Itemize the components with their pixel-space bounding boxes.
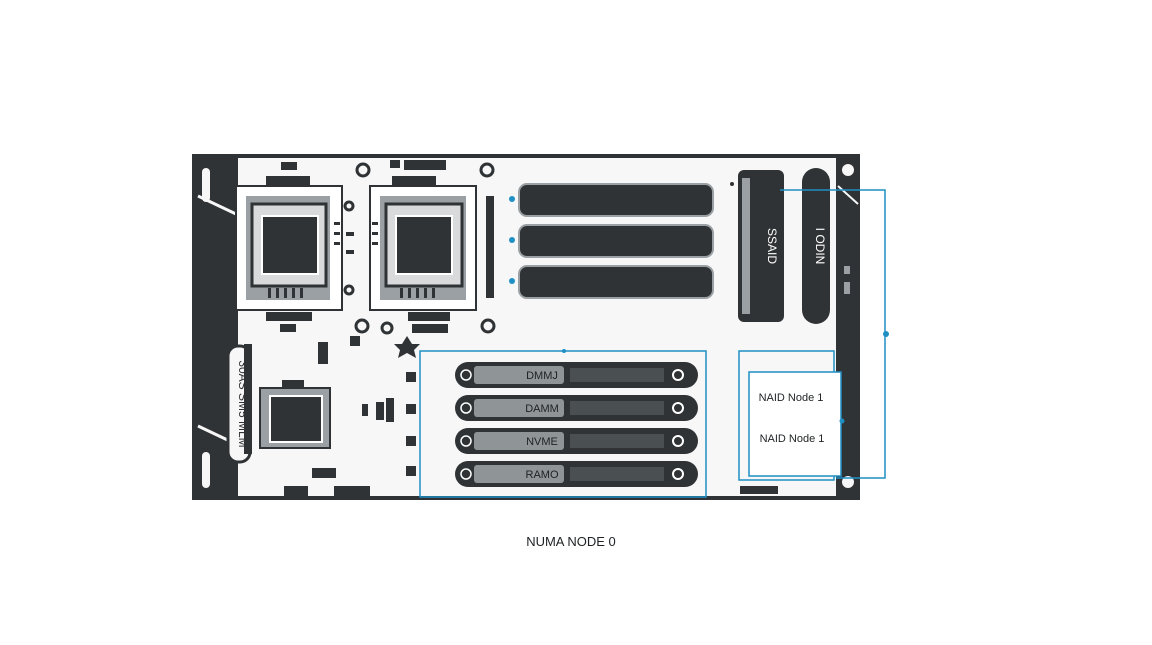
rail-dot — [848, 387, 852, 391]
dimm-clip — [672, 435, 684, 447]
node-1-label-b: NAID Node 1 — [760, 433, 825, 445]
dimm-clip — [672, 468, 684, 480]
numa-node-0-caption: NUMA NODE 0 — [526, 534, 616, 549]
cpu-socket-2 — [369, 160, 477, 333]
star-marker — [394, 336, 420, 358]
dimm-slot-3: NVME — [455, 428, 698, 454]
vertical-slot-2-label: I ODIN — [813, 228, 827, 265]
mount-hole — [842, 164, 854, 176]
dimm-label-plate — [474, 432, 564, 450]
vertical-slot-1-label: SSAID — [765, 228, 779, 264]
dimm-slot-2: DAMM — [455, 395, 698, 421]
right-rail-notch — [837, 185, 859, 205]
vertical-slot-1-edge — [742, 178, 750, 314]
cpu-pins — [268, 222, 340, 298]
socket-header — [266, 176, 310, 185]
dimm-clip — [460, 468, 472, 480]
dimm-label-plate — [474, 366, 564, 384]
dimm-chips — [570, 434, 664, 448]
left-connector: 30AS SM5 MLM — [226, 344, 252, 464]
dimm-clip — [460, 402, 472, 414]
chipset-tab — [282, 380, 304, 390]
left-rail-slot — [202, 168, 210, 202]
dimm-chips — [570, 467, 664, 481]
socket-footer — [408, 312, 450, 321]
node-1-label-a: NAID Node 1 — [759, 392, 824, 404]
dimm-chips — [570, 401, 664, 415]
pcie-slot-1 — [518, 183, 714, 217]
cpu-pins — [372, 222, 435, 298]
mount-hole — [842, 476, 854, 488]
socket-latch — [412, 324, 448, 333]
pcie-slots — [509, 183, 714, 299]
socket-latch — [281, 162, 297, 170]
dimm-label-plate — [474, 399, 564, 417]
screw-hole — [343, 200, 355, 212]
dimm-label-plate — [474, 465, 564, 483]
screw-hole — [355, 162, 371, 178]
left-connector-label: 30AS SM5 MLM — [236, 360, 250, 447]
socket-latch — [280, 324, 296, 332]
cpu-socket-1 — [235, 162, 343, 332]
link-anchor — [883, 331, 889, 337]
board-components-solid — [284, 160, 778, 496]
cpu-die — [395, 215, 453, 275]
rail-tab — [844, 282, 850, 294]
dimm-modules: DMMJ DAMM NVME RAMO — [455, 362, 698, 487]
dimm-clip — [672, 402, 684, 414]
pcie-led — [509, 196, 515, 202]
cpu-die — [261, 215, 319, 275]
screw-hole — [480, 318, 496, 334]
screw-hole — [479, 162, 495, 178]
dimm-4-label: RAMO — [526, 469, 559, 481]
numa-node-1-region — [738, 189, 886, 481]
pcie-led — [509, 237, 515, 243]
socket-header — [392, 176, 436, 185]
pcie-slot-2 — [518, 224, 714, 258]
vertical-slots: SSAID I ODIN — [738, 168, 830, 324]
dimm-slot-1: DMMJ — [455, 362, 698, 388]
dimm-clip — [460, 369, 472, 381]
screw-hole — [343, 284, 355, 296]
dimm-slot-4: RAMO — [455, 461, 698, 487]
chipset-die — [269, 395, 323, 443]
dimm-3-label: NVME — [526, 436, 558, 448]
board-components — [343, 162, 496, 335]
dimm-clip — [460, 435, 472, 447]
left-rail-slot — [202, 452, 210, 488]
vertical-slot-2 — [802, 168, 830, 324]
dimm-chips — [570, 368, 664, 382]
dimm-clip — [672, 369, 684, 381]
node-1-inner-box — [748, 371, 842, 477]
socket-footer — [266, 312, 312, 321]
link-anchor — [839, 418, 845, 424]
rail-tab — [844, 266, 850, 274]
dimm-1-label: DMMJ — [526, 370, 558, 382]
screw-hole — [380, 321, 394, 335]
socket-latch — [404, 160, 446, 170]
screw-hole — [354, 318, 370, 334]
chipset — [259, 380, 331, 449]
pcie-led — [509, 278, 515, 284]
dimm-2-label: DAMM — [525, 403, 559, 415]
left-connector-edge — [244, 344, 252, 454]
pcie-slot-3 — [518, 265, 714, 299]
region-anchor — [562, 349, 566, 353]
